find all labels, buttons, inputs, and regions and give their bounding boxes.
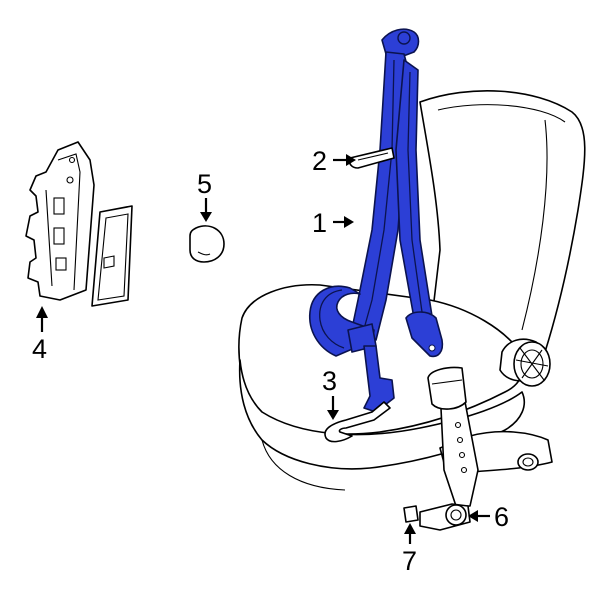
belt-guide-slot	[357, 152, 389, 161]
seat-back-side	[521, 119, 548, 331]
belt-retractor-webbing	[395, 59, 433, 319]
callout-2: 2	[312, 146, 327, 176]
cover-cap-part	[189, 225, 225, 263]
anchor-bolt	[445, 504, 467, 526]
callout-5: 5	[197, 169, 212, 199]
callout-7: 7	[402, 546, 417, 576]
mounting-bracket-part	[25, 141, 133, 307]
callout-4: 4	[32, 334, 47, 364]
bracket-outer	[25, 141, 95, 301]
buckle-head	[427, 366, 467, 410]
cover-cap-notch	[197, 251, 211, 256]
recliner-knob	[499, 338, 551, 387]
seat-belt-part	[309, 28, 444, 413]
belt-anchor-bolt	[397, 31, 411, 45]
callout-1: 1	[312, 208, 327, 238]
callout-6: 6	[494, 502, 509, 532]
belt-lower-strap	[363, 345, 395, 413]
anchor-hook-part	[324, 401, 391, 443]
seat-back-seam	[437, 104, 566, 123]
callout-arrows	[36, 154, 490, 544]
seat-back	[419, 90, 586, 353]
anchor-nut	[403, 505, 419, 523]
track-bolt	[517, 453, 539, 471]
seat-cushion-edge	[261, 439, 346, 491]
buckle-assembly	[403, 366, 479, 531]
callout-3: 3	[322, 366, 337, 396]
